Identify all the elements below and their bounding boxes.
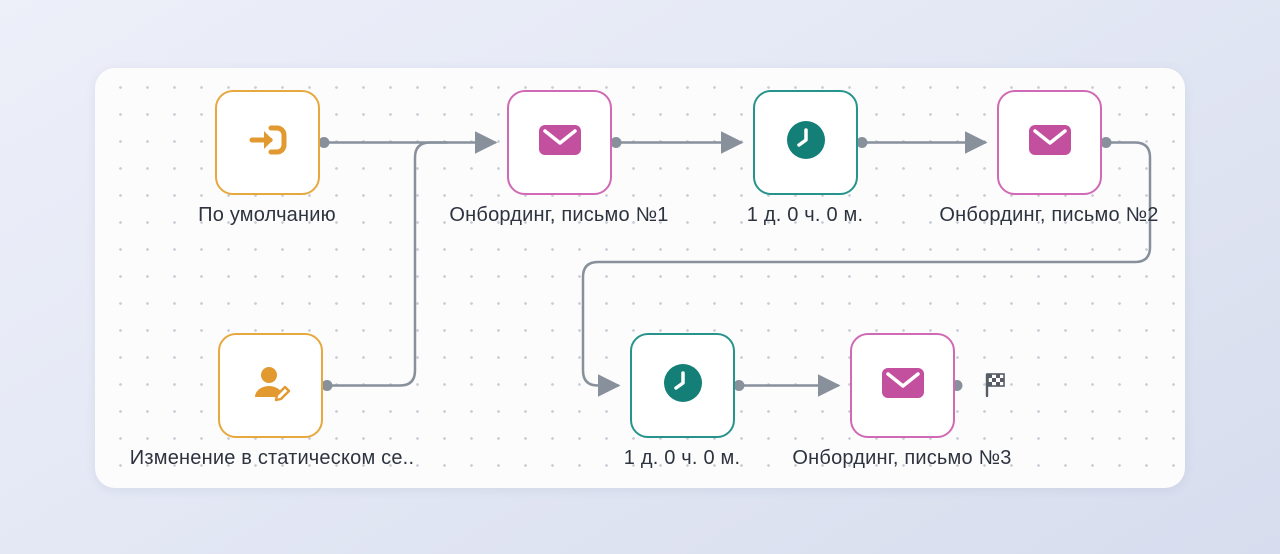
clock-icon <box>661 361 705 410</box>
envelope-icon <box>879 363 927 408</box>
node-trigger-segment[interactable] <box>218 333 323 438</box>
clock-icon <box>784 118 828 167</box>
node-label: По умолчанию <box>198 204 336 226</box>
sign-in-icon <box>244 116 292 169</box>
person-edit-icon <box>247 359 295 412</box>
envelope-icon <box>1026 120 1074 165</box>
node-label: 1 д. 0 ч. 0 м. <box>746 204 864 226</box>
node-email-3[interactable] <box>850 333 955 438</box>
node-email-2[interactable] <box>997 90 1102 195</box>
node-email-1[interactable] <box>507 90 612 195</box>
connector-dot <box>318 137 330 148</box>
node-delay-2[interactable] <box>630 333 735 438</box>
node-label: 1 д. 0 ч. 0 м. <box>623 447 741 469</box>
connector-dot <box>856 137 868 148</box>
edge-trigger-segment-email1 <box>330 141 449 387</box>
envelope-icon <box>536 120 584 165</box>
connector-dot <box>610 137 622 148</box>
node-label: Изменение в статическом се.. <box>129 447 415 469</box>
connector-dot <box>733 380 745 391</box>
finish-flag-icon <box>983 372 1009 403</box>
workflow-canvas[interactable]: По умолчанию Онбординг, письмо №1 1 д. 0… <box>95 68 1185 488</box>
node-label: Онбординг, письмо №1 <box>449 204 669 226</box>
node-delay-1[interactable] <box>753 90 858 195</box>
node-label: Онбординг, письмо №2 <box>939 204 1159 226</box>
connector-dot <box>1100 137 1112 148</box>
connector-dot <box>321 380 333 391</box>
node-label: Онбординг, письмо №3 <box>792 447 1012 469</box>
node-trigger-default[interactable] <box>215 90 320 195</box>
